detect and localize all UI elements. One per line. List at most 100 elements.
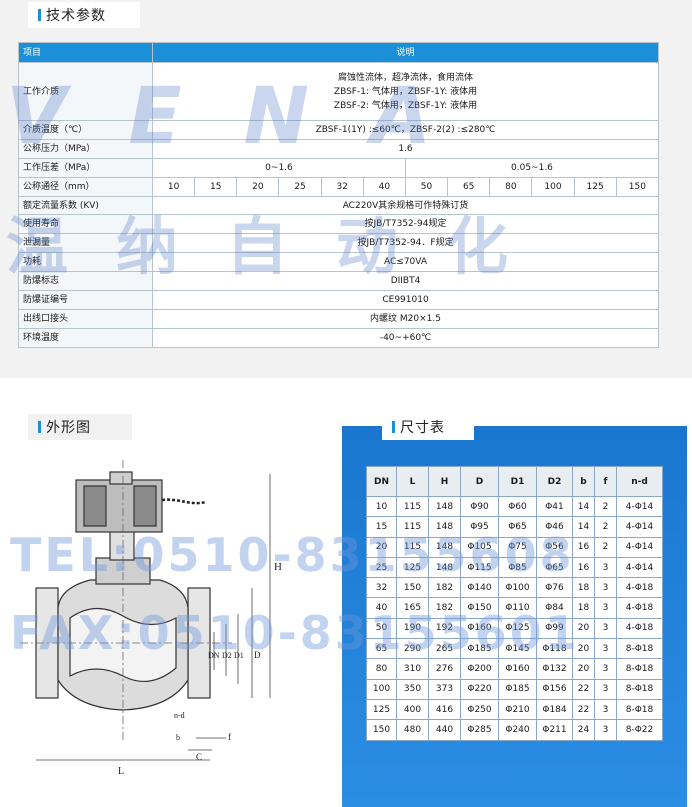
spec-row: 防爆证编号 CE991010 (18, 290, 660, 310)
dimension-cell: 22 (572, 698, 595, 721)
spec-row: 出线口接头 内螺纹 M20×1.5 (18, 308, 660, 329)
dim-label-d1: D1 (234, 651, 244, 660)
drawing-section-title: 外形图 (46, 420, 91, 436)
dimension-cell: Φ160 (460, 617, 499, 640)
spec-value-left: 0~1.6 (152, 157, 406, 178)
dimension-cell: 400 (396, 698, 429, 721)
dimension-cell: Φ115 (460, 556, 499, 579)
dimension-cell: 16 (572, 556, 595, 579)
spec-row-temp: 介质温度（℃） ZBSF-1(1Y) :≤60℃，ZBSF-2(2) :≤280… (18, 120, 660, 140)
dn-cell: 25 (278, 176, 322, 197)
dn-cell: 20 (236, 176, 280, 197)
dimension-cell: Φ99 (536, 617, 573, 640)
dimension-cell: Φ220 (460, 678, 499, 700)
dimension-cell: Φ105 (460, 536, 499, 558)
dn-cell: 15 (194, 176, 238, 197)
dimension-cell: 148 (428, 516, 461, 538)
dimension-cell: 182 (428, 597, 461, 619)
dn-cell: 32 (320, 176, 364, 197)
dimension-cell: Φ160 (498, 658, 537, 680)
dimension-cell: 8-Φ18 (616, 698, 663, 721)
spec-label: 工作介质 (18, 62, 153, 121)
dimension-cell: Φ210 (498, 698, 537, 721)
coil-top-cap (109, 471, 133, 485)
dimension-cell: 3 (594, 658, 617, 680)
dimension-cell: 2 (594, 536, 617, 558)
valve-passage (69, 607, 177, 683)
dn-cell: 150 (615, 176, 660, 197)
dimension-cell: 8-Φ18 (616, 678, 663, 700)
spec-label: 出线口接头 (18, 308, 153, 329)
dimension-header-cell: f (594, 466, 617, 497)
dimension-cell: Φ156 (536, 678, 573, 700)
dimension-cell: 3 (594, 719, 617, 741)
valve-outline-drawing: H DN D2 D1 D n-d b f C L (20, 460, 282, 777)
dimension-cell: 125 (396, 556, 429, 579)
spec-value: 按JB/T7352-94规定 (151, 214, 660, 235)
dimension-cell: 50 (366, 617, 397, 640)
dimension-cell: 4-Φ14 (616, 536, 663, 558)
dimension-cell: 16 (572, 536, 595, 558)
dimension-cell: 3 (594, 617, 617, 640)
dimension-cell: 8-Φ18 (616, 658, 663, 680)
dimension-cell: 20 (572, 638, 595, 660)
spec-value: -40~+60℃ (151, 327, 660, 348)
spec-value-right: 0.05~1.6 (404, 157, 660, 178)
spec-label: 介质温度（℃） (18, 120, 153, 140)
dimension-cell: 3 (594, 638, 617, 660)
spec-value: 腐蚀性流体，超净流体，食用流体 ZBSF-1: 气体用，ZBSF-1Y: 液体用… (151, 62, 660, 121)
spec-row-pressure: 公称压力（MPa） 1.6 (18, 138, 660, 159)
tab-accent-bar (392, 421, 395, 433)
dimension-cell: 25 (366, 556, 397, 579)
dimension-cell: 20 (572, 658, 595, 680)
dimension-cell: 2 (594, 516, 617, 538)
media-line: ZBSF-1: 气体用，ZBSF-1Y: 液体用 (333, 86, 478, 97)
dimension-cell: Φ145 (498, 638, 537, 660)
spec-value: CE991010 (151, 290, 660, 310)
dimension-cell: 65 (366, 638, 397, 660)
dimension-header-cell: H (428, 466, 461, 497)
dimension-cell: Φ65 (498, 516, 537, 538)
dimension-cell: Φ125 (498, 617, 537, 640)
dimension-cell: 80 (366, 658, 397, 680)
dimension-cell: 14 (572, 516, 595, 538)
dimension-cell: 4-Φ18 (616, 577, 663, 599)
spec-row: 环境温度 -40~+60℃ (18, 327, 660, 348)
dimension-header-cell: D2 (536, 466, 573, 497)
drawing-section-tab: 外形图 (28, 414, 132, 440)
dim-label-c: C (196, 752, 202, 762)
dimension-cell: Φ184 (536, 698, 573, 721)
media-line: ZBSF-2: 气体用，ZBSF-1Y: 液体用 (333, 100, 478, 111)
dimension-cell: 150 (366, 719, 397, 741)
dimension-cell: Φ65 (536, 556, 573, 579)
spec-section-tab: 技术参数 (28, 2, 140, 28)
dimension-cell: Φ56 (536, 536, 573, 558)
spec-value: AC≤70VA (151, 252, 660, 273)
dim-label-b: b (176, 733, 180, 742)
dimension-cell: 8-Φ22 (616, 719, 663, 741)
dimension-header-cell: L (396, 466, 429, 497)
spec-row: 使用寿命 按JB/T7352-94规定 (18, 214, 660, 235)
dimension-cell: 192 (428, 617, 461, 640)
dimension-cell: 416 (428, 698, 461, 721)
dimension-cell: Φ110 (498, 597, 537, 619)
dimension-cell: Φ140 (460, 577, 499, 599)
dimension-cell: 14 (572, 495, 595, 518)
dimension-cell: 24 (572, 719, 595, 741)
spec-row: 额定流量系数 (KV) AC220V其余规格可作特殊订货 (18, 195, 660, 216)
dimension-cell: 115 (396, 516, 429, 538)
valve-stem-housing (109, 529, 135, 561)
dimension-cell: 276 (428, 658, 461, 680)
dn-cell: 65 (447, 176, 491, 197)
spec-header-row: 项目 说明 (18, 42, 660, 63)
dim-label-d: D (254, 650, 261, 660)
spec-value: DIIBT4 (151, 271, 660, 292)
dimension-header-cell: D1 (498, 466, 537, 497)
dimension-cell: 4-Φ18 (616, 617, 663, 640)
